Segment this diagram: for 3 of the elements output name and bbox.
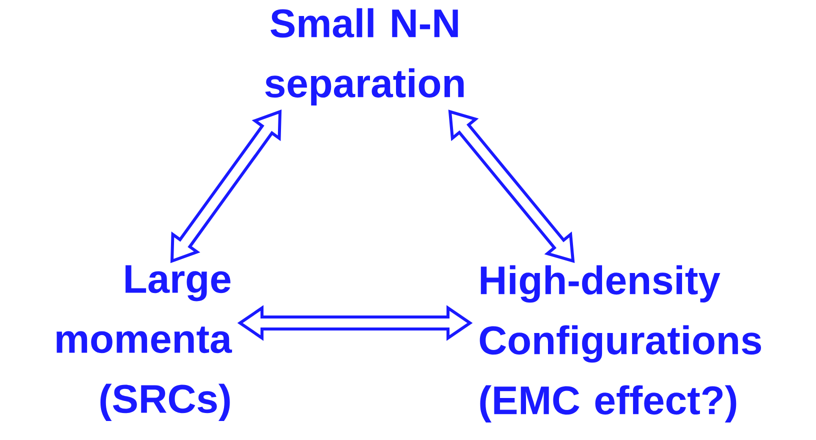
label-text: Small N-N separation bbox=[265, 8, 464, 106]
label-text: Large momenta (SRCs) bbox=[56, 265, 232, 422]
label-text: High-density Configurations (EMC effect?) bbox=[480, 265, 762, 422]
